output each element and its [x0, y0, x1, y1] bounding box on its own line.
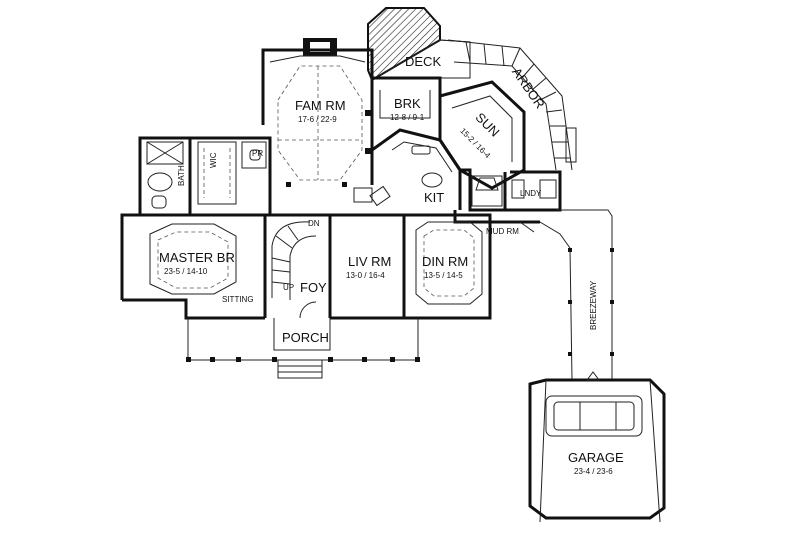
porch-label: PORCH [282, 330, 329, 345]
wic-label: WIC [209, 152, 218, 168]
powder-room-label: PR [252, 149, 263, 158]
kitchen-walls [353, 128, 462, 210]
family-room-walls [261, 48, 374, 185]
breezeway-label: BREEZEWAY [589, 280, 598, 330]
chimney [303, 38, 337, 56]
breakfast-label: BRK [394, 96, 421, 111]
stair-down-label: DN [308, 219, 320, 228]
master-bedroom-walls [120, 213, 267, 320]
living-room-walls [330, 213, 406, 320]
front-porch [186, 318, 420, 379]
living-room-label: LIV RM [348, 254, 391, 269]
foyer-walls [265, 213, 332, 319]
breakfast-dim: 12-8 / 9-1 [390, 113, 425, 122]
dining-room-dim: 13-5 / 14-5 [424, 271, 463, 280]
bath-label: BATH [177, 165, 186, 186]
foyer-label: FOY [300, 280, 327, 295]
dining-room-label: DIN RM [422, 254, 468, 269]
master-bedroom-label: MASTER BR [159, 250, 235, 265]
master-bedroom-dim: 23-5 / 14-10 [164, 267, 208, 276]
garage-walls [528, 371, 666, 523]
kitchen-label: KIT [424, 190, 444, 205]
deck-label: DECK [405, 54, 441, 69]
stair-up-label: UP [283, 283, 294, 292]
family-room-dim: 17-6 / 22-9 [298, 115, 337, 124]
mud-room-label: MUD RM [486, 227, 519, 236]
dining-room-walls [404, 213, 492, 320]
bath-wing-walls [138, 136, 272, 215]
living-room-dim: 13-0 / 16-4 [346, 271, 385, 280]
sitting-label: SITTING [222, 295, 254, 304]
garage-label: GARAGE [568, 450, 624, 465]
garage-dim: 23-4 / 23-6 [574, 467, 613, 476]
family-room-label: FAM RM [295, 98, 346, 113]
columns [286, 110, 371, 187]
breezeway [539, 209, 614, 381]
laundry-label: LNDY [520, 189, 542, 198]
sun-room-label: SUN [472, 110, 502, 140]
hatched-bay [367, 7, 441, 82]
arbor-pergola [447, 39, 577, 171]
